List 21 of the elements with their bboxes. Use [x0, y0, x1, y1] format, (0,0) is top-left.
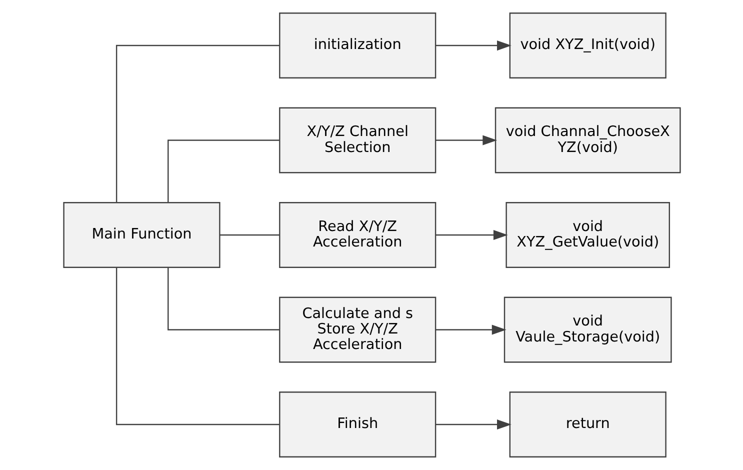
arrow	[435, 419, 511, 430]
node-box: void Channal_ChooseXYZ(void)	[494, 107, 680, 174]
node-box: Read X/Y/Z Acceleration	[278, 202, 436, 268]
node-box: X/Y/Z Channel Selection	[278, 107, 436, 174]
node-box: Main Function	[62, 202, 220, 268]
node-box: void Vaule_Storage(void)	[503, 296, 672, 363]
connector	[115, 268, 279, 426]
node-box: Calculate and s Store X/Y/Z Acceleration	[278, 296, 436, 363]
node-box: initialization	[278, 12, 436, 78]
arrow	[435, 230, 508, 240]
node-box: void XYZ_GetValue(void)	[505, 202, 670, 268]
node-box: void XYZ_Init(void)	[508, 12, 666, 78]
node-box: Finish	[278, 392, 436, 458]
arrow	[435, 40, 511, 51]
node-box: return	[508, 392, 666, 458]
arrow	[435, 324, 506, 335]
arrow	[435, 135, 497, 146]
connector	[219, 234, 280, 236]
connector	[167, 268, 279, 330]
connector	[115, 44, 279, 202]
connector	[167, 140, 279, 202]
